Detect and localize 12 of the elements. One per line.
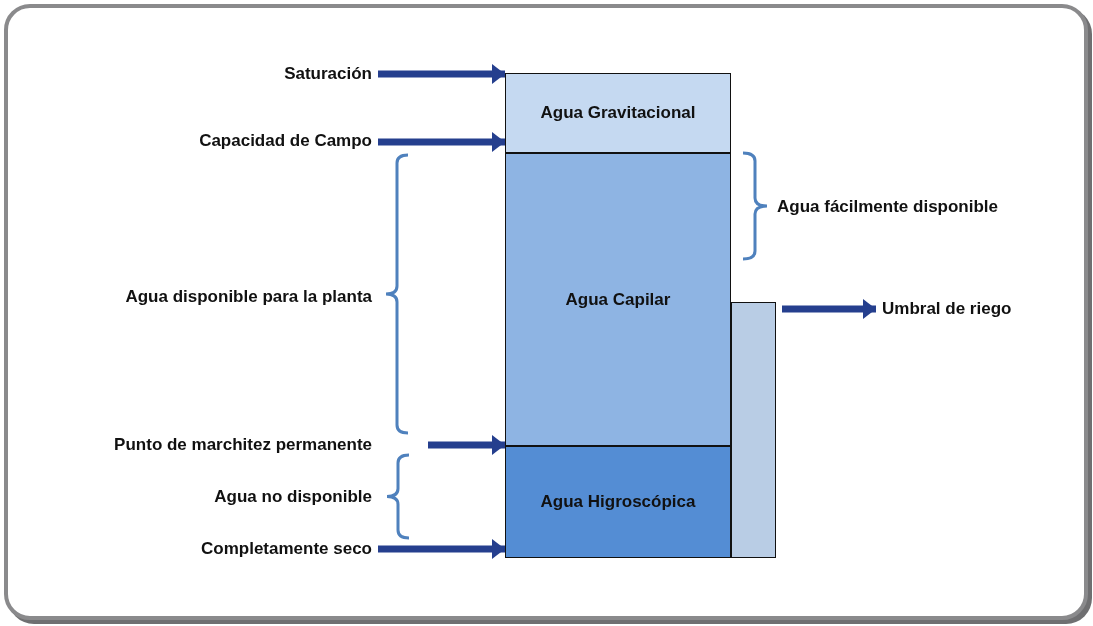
water-zone-box: Agua Gravitacional: [505, 73, 731, 153]
level-label: Punto de marchitez permanente: [30, 434, 372, 456]
range-label: Agua disponible para la planta: [124, 286, 372, 308]
threshold-bar: [731, 302, 776, 558]
level-label: Capacidad de Campo: [100, 130, 372, 152]
water-zone-box: Agua Capilar: [505, 153, 731, 446]
level-label: Umbral de riego: [882, 298, 1052, 320]
level-label: Saturación: [130, 63, 372, 85]
water-zone-box: Agua Higroscópica: [505, 446, 731, 558]
range-label: Agua no disponible: [213, 486, 372, 508]
range-label: Agua fácilmente disponible: [777, 196, 999, 218]
level-label: Completamente seco: [110, 538, 372, 560]
